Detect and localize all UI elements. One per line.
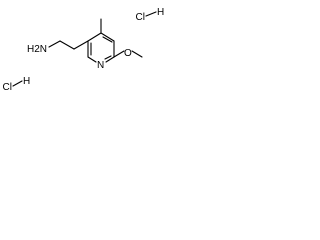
chain-bond-1 <box>73 40 89 50</box>
hcl-top-hydrogen-label: H <box>157 7 164 18</box>
amine-label: H2N <box>27 44 47 55</box>
ring-bond-c3-c4 <box>87 32 102 42</box>
hcl-top-bond <box>145 11 157 17</box>
hcl-bottom-chlorine-label: Cl <box>3 82 12 93</box>
methoxy-oxygen-label: O <box>124 48 132 59</box>
chain-bond-2 <box>59 40 75 50</box>
chain-bond-3 <box>48 40 61 48</box>
hcl-bottom-hydrogen-label: H <box>23 76 30 87</box>
ring-bond-c6-n <box>105 56 115 63</box>
ring-bond-n-c2 <box>87 56 97 63</box>
ring-bond-c6-n-inner <box>104 55 112 60</box>
ring-bond-c4-c5-inner <box>102 36 113 43</box>
hcl-bottom-bond <box>12 80 23 87</box>
ring-nitrogen-label: N <box>97 60 104 71</box>
methoxy-bond-methyl <box>131 50 143 58</box>
chemical-structure: Cl H H2N N O H Cl <box>3 7 165 93</box>
hcl-top-chlorine-label: Cl <box>136 12 145 23</box>
methoxy-bond-ring <box>113 50 125 58</box>
ring-bond-c4-c5 <box>100 32 115 42</box>
